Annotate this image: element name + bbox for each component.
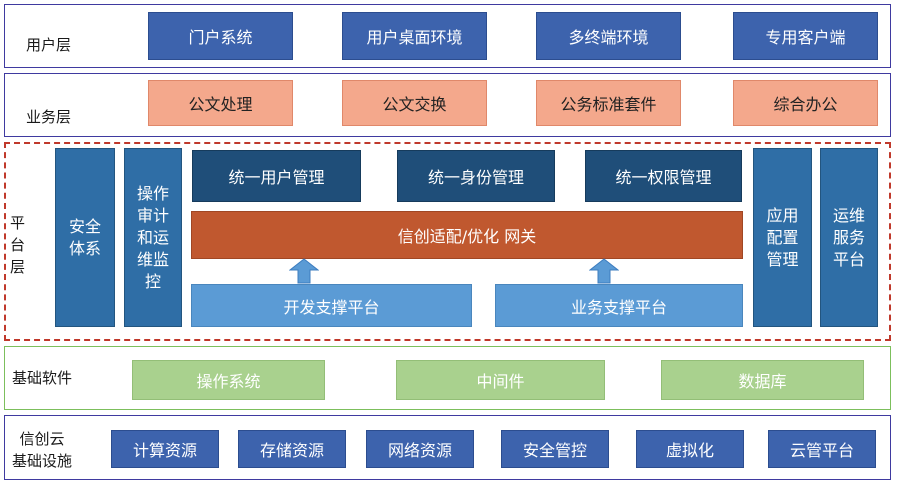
user-layer-label: 用户层 xyxy=(26,36,72,54)
app-config-line-2: 配置 xyxy=(766,227,799,247)
infra-item-storage[interactable]: 存储资源 xyxy=(238,430,346,468)
user-item-desktop[interactable]: 用户桌面环境 xyxy=(342,12,487,60)
infra-item-security[interactable]: 安全管控 xyxy=(501,430,609,468)
platform-label-char-1: 平 xyxy=(10,214,26,232)
infra-label: 信创云 基础设施 xyxy=(12,428,72,472)
audit-line-4: 维监 xyxy=(136,249,169,269)
user-item-portal[interactable]: 门户系统 xyxy=(148,12,293,60)
arrow-up-icon xyxy=(589,258,619,284)
biz-support-platform[interactable]: 业务支撑平台 xyxy=(495,284,743,327)
user-item-client[interactable]: 专用客户端 xyxy=(733,12,878,60)
infra-layer xyxy=(4,415,891,480)
infra-item-compute[interactable]: 计算资源 xyxy=(111,430,219,468)
base-item-os[interactable]: 操作系统 xyxy=(132,360,325,400)
unified-user-mgmt[interactable]: 统一用户管理 xyxy=(192,150,361,202)
business-item-office[interactable]: 综合办公 xyxy=(733,80,878,126)
security-line-2: 体系 xyxy=(68,238,101,258)
user-item-multi-terminal[interactable]: 多终端环境 xyxy=(536,12,681,60)
dev-support-platform[interactable]: 开发支撑平台 xyxy=(191,284,472,327)
arrow-up-icon xyxy=(289,258,319,284)
base-item-middleware[interactable]: 中间件 xyxy=(396,360,605,400)
unified-permission-mgmt[interactable]: 统一权限管理 xyxy=(585,150,742,202)
platform-layer-label: 平 台 层 xyxy=(10,212,25,278)
business-layer-label: 业务层 xyxy=(26,108,72,126)
audit-line-2: 审计 xyxy=(136,205,169,225)
infra-item-cloud-mgmt[interactable]: 云管平台 xyxy=(768,430,876,468)
app-config-mgmt[interactable]: 应用 配置 管理 xyxy=(753,148,812,327)
business-layer xyxy=(4,73,891,137)
platform-label-char-3: 层 xyxy=(10,258,26,276)
user-layer xyxy=(4,4,891,68)
audit-ops-monitor[interactable]: 操作 审计 和运 维监 控 xyxy=(124,148,182,327)
app-config-line-1: 应用 xyxy=(766,205,799,225)
adaptation-gateway[interactable]: 信创适配/优化 网关 xyxy=(191,211,743,259)
platform-layer xyxy=(4,142,891,341)
base-item-database[interactable]: 数据库 xyxy=(661,360,864,400)
ops-line-3: 平台 xyxy=(832,249,865,269)
infra-label-line-1: 信创云 xyxy=(19,430,65,448)
audit-line-1: 操作 xyxy=(136,183,169,203)
business-item-standard-suite[interactable]: 公务标准套件 xyxy=(536,80,681,126)
ops-line-2: 服务 xyxy=(832,227,865,247)
unified-identity-mgmt[interactable]: 统一身份管理 xyxy=(397,150,555,202)
ops-service-platform[interactable]: 运维 服务 平台 xyxy=(820,148,878,327)
base-software-label: 基础软件 xyxy=(12,369,73,387)
infra-item-network[interactable]: 网络资源 xyxy=(366,430,474,468)
app-config-line-3: 管理 xyxy=(766,249,799,269)
infra-label-line-2: 基础设施 xyxy=(12,452,73,470)
business-item-exchange[interactable]: 公文交换 xyxy=(342,80,487,126)
infra-item-virtualization[interactable]: 虚拟化 xyxy=(636,430,744,468)
ops-line-1: 运维 xyxy=(832,205,865,225)
audit-line-5: 控 xyxy=(144,271,161,291)
business-item-document[interactable]: 公文处理 xyxy=(148,80,293,126)
security-line-1: 安全 xyxy=(68,216,101,236)
base-software-layer xyxy=(4,346,891,410)
security-system[interactable]: 安全 体系 xyxy=(55,148,115,327)
audit-line-3: 和运 xyxy=(136,227,169,247)
platform-label-char-2: 台 xyxy=(10,236,26,254)
